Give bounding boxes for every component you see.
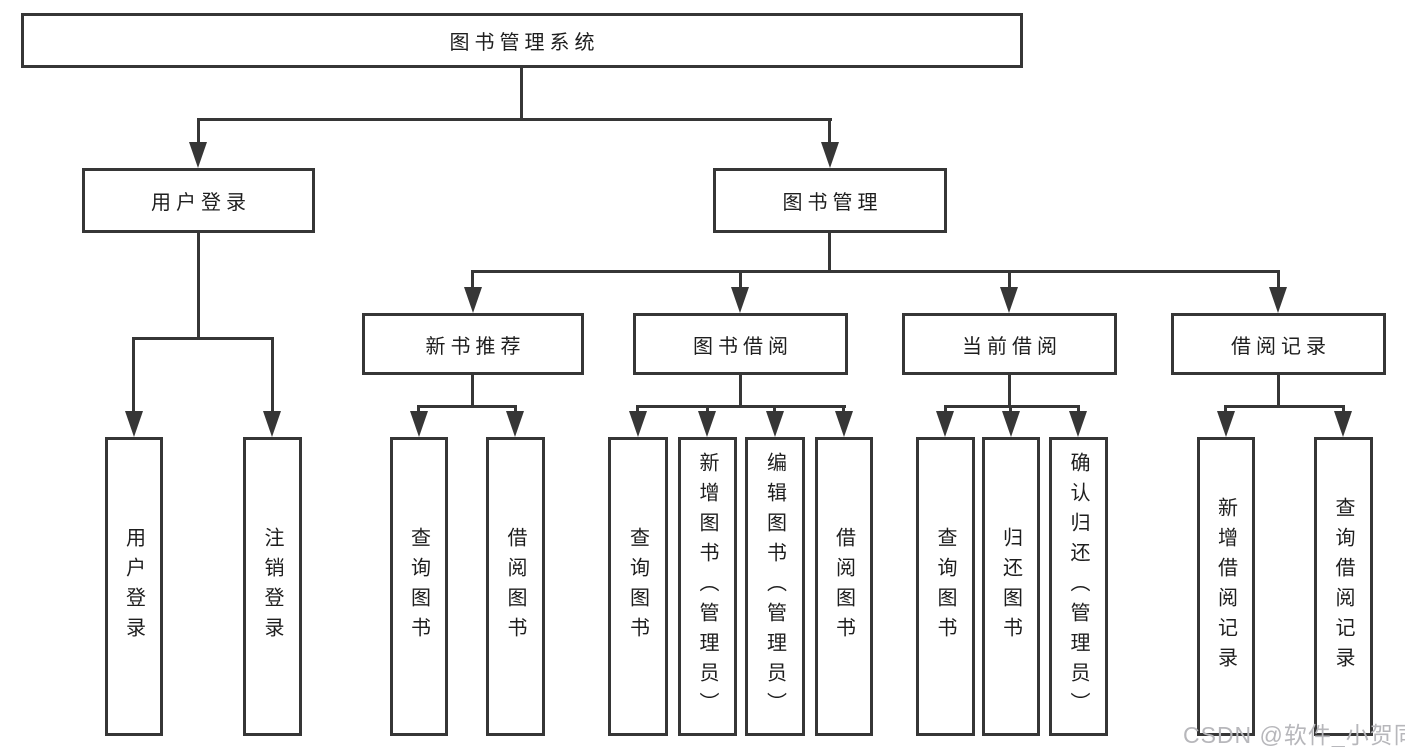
arrow-down-icon xyxy=(125,411,143,437)
arrow-down-icon xyxy=(1069,411,1087,437)
node-borrowing-edit-book-admin: 编辑图书（管理员） xyxy=(745,437,805,736)
connector-level2-rail xyxy=(197,118,832,121)
connector-stem xyxy=(739,375,742,405)
node-book-management: 图书管理 xyxy=(713,168,947,233)
connector-drop xyxy=(1277,270,1280,289)
node-borrowing-borrow-books: 借阅图书 xyxy=(815,437,873,736)
connector-user-login-drop xyxy=(197,118,200,144)
node-borrowing-add-book-admin: 新增图书（管理员） xyxy=(678,437,737,736)
arrow-down-icon xyxy=(1000,287,1018,313)
node-records-add-borrow-record: 新增借阅记录 xyxy=(1197,437,1255,736)
node-user-login: 用户登录 xyxy=(82,168,315,233)
node-root-label: 图书管理系统 xyxy=(449,32,600,54)
node-book-borrowing: 图书借阅 xyxy=(633,313,848,375)
connector-drop xyxy=(842,405,845,413)
connector-level3-rail xyxy=(471,270,1280,273)
connector-drop xyxy=(773,405,776,413)
arrow-down-icon xyxy=(629,411,647,437)
connector-root-stem xyxy=(520,68,523,118)
connector-drop xyxy=(514,405,517,413)
node-current-borrowing: 当前借阅 xyxy=(902,313,1117,375)
node-book-management-label: 图书管理 xyxy=(782,192,883,214)
node-book-borrowing-label: 图书借阅 xyxy=(693,335,793,358)
node-current-confirm-return-admin-label: 确认归还（管理员） xyxy=(1067,451,1089,722)
node-borrow-records: 借阅记录 xyxy=(1171,313,1386,375)
connector-user-login-rail xyxy=(132,337,274,340)
node-recommend-borrow-books-label: 借阅图书 xyxy=(504,526,526,647)
node-recommend-query-books: 查询图书 xyxy=(390,437,448,736)
csdn-watermark: CSDN @软件_小贺同学 xyxy=(1183,722,1405,747)
arrow-down-icon xyxy=(936,411,954,437)
connector-drop xyxy=(636,405,639,413)
node-recommend-borrow-books: 借阅图书 xyxy=(486,437,545,736)
arrow-down-icon xyxy=(731,287,749,313)
node-borrow-records-label: 借阅记录 xyxy=(1231,335,1331,358)
connector-rail xyxy=(636,405,846,408)
connector-rail xyxy=(1224,405,1345,408)
node-current-confirm-return-admin: 确认归还（管理员） xyxy=(1049,437,1108,736)
connector-book-mgmt-stem xyxy=(828,233,831,270)
node-recommend-query-books-label: 查询图书 xyxy=(407,526,430,647)
connector-user-login-stem xyxy=(197,233,200,337)
arrow-down-icon xyxy=(1269,287,1287,313)
node-login-logout-label: 注销登录 xyxy=(261,526,283,647)
arrow-down-icon xyxy=(1002,411,1020,437)
node-borrowing-borrow-books-label: 借阅图书 xyxy=(832,526,855,647)
connector-drop xyxy=(417,405,420,413)
connector-drop xyxy=(1224,405,1227,413)
node-root: 图书管理系统 xyxy=(21,13,1023,68)
connector-drop xyxy=(271,337,274,413)
connector-drop xyxy=(944,405,947,413)
node-new-book-recommend: 新书推荐 xyxy=(362,313,584,375)
node-current-borrowing-label: 当前借阅 xyxy=(962,335,1062,358)
node-current-query-books: 查询图书 xyxy=(916,437,975,736)
node-user-login-label: 用户登录 xyxy=(151,192,251,214)
connector-drop xyxy=(1009,405,1012,413)
arrow-down-icon xyxy=(464,287,482,313)
connector-book-mgmt-drop xyxy=(828,118,831,144)
arrow-down-icon xyxy=(410,411,428,437)
arrow-down-icon xyxy=(821,142,839,168)
connector-drop xyxy=(132,337,135,413)
connector-drop xyxy=(471,270,474,289)
arrow-down-icon xyxy=(263,411,281,437)
arrow-down-icon xyxy=(698,411,716,437)
connector-drop xyxy=(1008,270,1011,289)
arrow-down-icon xyxy=(1334,411,1352,437)
node-borrowing-edit-book-admin-label: 编辑图书（管理员） xyxy=(763,451,786,722)
node-borrowing-query-books: 查询图书 xyxy=(608,437,668,736)
connector-drop xyxy=(739,270,742,289)
connector-drop xyxy=(1342,405,1345,413)
connector-drop xyxy=(1077,405,1080,413)
node-records-query-borrow-record: 查询借阅记录 xyxy=(1314,437,1373,736)
connector-drop xyxy=(706,405,709,413)
node-current-query-books-label: 查询图书 xyxy=(934,526,956,647)
node-records-add-borrow-record-label: 新增借阅记录 xyxy=(1214,496,1237,677)
node-current-return-books-label: 归还图书 xyxy=(999,526,1022,647)
node-borrowing-add-book-admin-label: 新增图书（管理员） xyxy=(696,451,718,722)
node-records-query-borrow-record-label: 查询借阅记录 xyxy=(1332,496,1354,677)
node-current-return-books: 归还图书 xyxy=(982,437,1040,736)
arrow-down-icon xyxy=(1217,411,1235,437)
node-borrowing-query-books-label: 查询图书 xyxy=(626,526,649,647)
arrow-down-icon xyxy=(189,142,207,168)
connector-stem xyxy=(471,375,474,405)
connector-stem xyxy=(1277,375,1280,405)
node-login-logout: 注销登录 xyxy=(243,437,302,736)
arrow-down-icon xyxy=(835,411,853,437)
node-login-user-login: 用户登录 xyxy=(105,437,163,736)
connector-rail xyxy=(944,405,1080,408)
arrow-down-icon xyxy=(766,411,784,437)
node-new-book-recommend-label: 新书推荐 xyxy=(425,335,526,358)
arrow-down-icon xyxy=(506,411,524,437)
connector-stem xyxy=(1008,375,1011,405)
node-login-user-login-label: 用户登录 xyxy=(122,526,145,647)
connector-rail xyxy=(417,405,517,408)
